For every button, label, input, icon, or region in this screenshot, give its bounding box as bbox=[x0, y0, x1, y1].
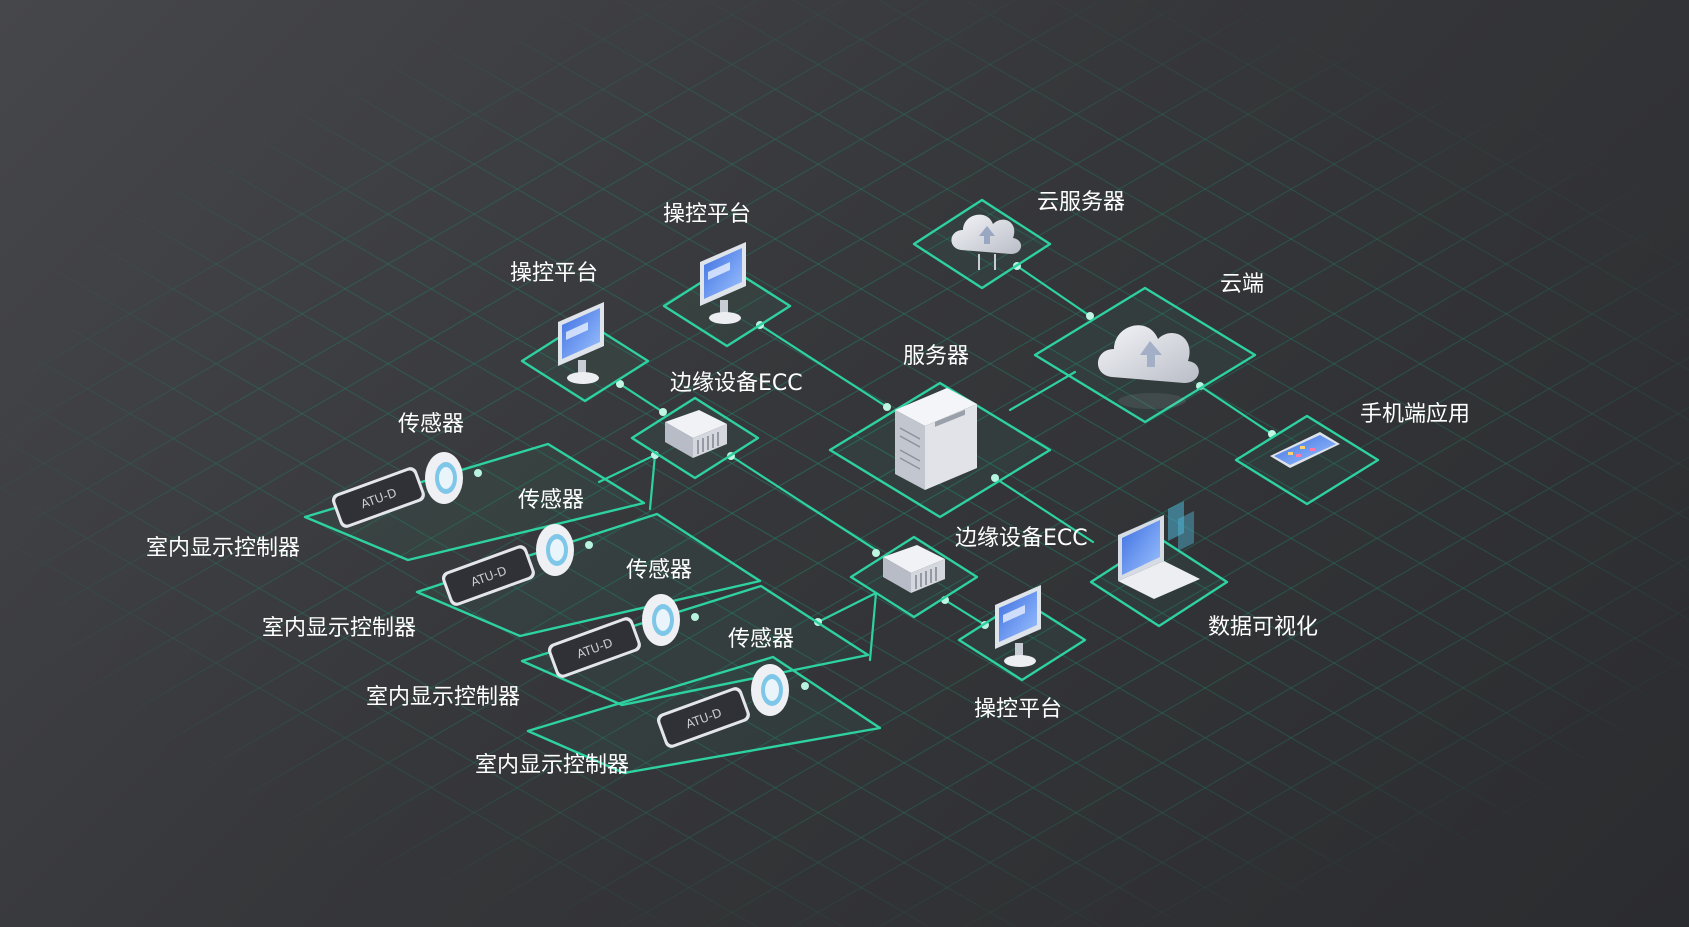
link-ecc2-console3 bbox=[943, 598, 987, 627]
label-sensor2: 传感器 bbox=[518, 488, 584, 513]
platform-console3 bbox=[957, 598, 1087, 682]
label-sensor3: 传感器 bbox=[626, 558, 692, 583]
monitor-icon bbox=[700, 242, 746, 324]
label-display4: 室内显示控制器 bbox=[475, 753, 629, 778]
link-ecc2-sensor3 bbox=[816, 591, 878, 624]
icons: ATU-D ATU-D ATU-D ATU-D bbox=[331, 214, 1340, 748]
display-controller-icon: ATU-D bbox=[331, 467, 425, 528]
label-console1: 操控平台 bbox=[510, 261, 598, 286]
edge-device-icon bbox=[883, 545, 945, 593]
link-ecc1-sensor2 bbox=[648, 453, 657, 511]
label-sensor1: 传感器 bbox=[398, 412, 464, 437]
cloud-server-icon bbox=[951, 214, 1022, 270]
label-console3: 操控平台 bbox=[974, 697, 1062, 722]
label-sensor4: 传感器 bbox=[728, 627, 794, 652]
link-ecc1-sensor1 bbox=[597, 453, 657, 484]
label-dataviz: 数据可视化 bbox=[1208, 615, 1318, 640]
label-display3: 室内显示控制器 bbox=[366, 685, 520, 710]
label-server: 服务器 bbox=[903, 344, 969, 369]
laptop-icon bbox=[1118, 501, 1200, 599]
link-ecc1-server bbox=[729, 454, 810, 508]
sensor-icon bbox=[536, 524, 574, 576]
monitor-icon bbox=[558, 302, 604, 384]
link-cloud-mobile bbox=[1198, 384, 1274, 436]
sensor-icon bbox=[642, 594, 680, 646]
display-controller-icon: ATU-D bbox=[656, 687, 750, 748]
edge-device-icon bbox=[665, 410, 727, 458]
label-cloud: 云端 bbox=[1220, 272, 1264, 297]
platform-mobile bbox=[1234, 414, 1380, 506]
phone-icon bbox=[1270, 432, 1340, 468]
node-labels: 操控平台 操控平台 云服务器 云端 服务器 边缘设备ECC 手机端应用 边缘设备… bbox=[146, 190, 1470, 778]
link-server-ecc2 bbox=[806, 504, 878, 552]
label-ecc1: 边缘设备ECC bbox=[670, 371, 803, 396]
label-display1: 室内显示控制器 bbox=[146, 536, 300, 561]
label-display2: 室内显示控制器 bbox=[262, 616, 416, 641]
link-console2-server bbox=[758, 323, 889, 409]
connection-lines bbox=[597, 264, 1274, 662]
label-mobile: 手机端应用 bbox=[1360, 402, 1470, 427]
display-controller-icon: ATU-D bbox=[547, 617, 641, 678]
cloud-icon bbox=[1097, 325, 1199, 409]
link-console1-ecc1 bbox=[618, 382, 665, 414]
node-platforms bbox=[303, 198, 1380, 775]
link-server-dataviz bbox=[993, 476, 1095, 544]
label-cloud-server: 云服务器 bbox=[1037, 190, 1125, 215]
display-controller-icon: ATU-D bbox=[441, 545, 535, 606]
label-console2: 操控平台 bbox=[663, 202, 751, 227]
link-ecc2-sensor4 bbox=[868, 591, 878, 662]
sensor-icon bbox=[425, 452, 463, 504]
label-ecc2: 边缘设备ECC bbox=[955, 526, 1088, 551]
monitor-icon bbox=[995, 585, 1041, 667]
link-server-cloud bbox=[1008, 370, 1077, 412]
link-cloudserver-cloud bbox=[1015, 264, 1092, 318]
server-icon bbox=[895, 388, 977, 490]
sensor-icon bbox=[751, 664, 789, 716]
